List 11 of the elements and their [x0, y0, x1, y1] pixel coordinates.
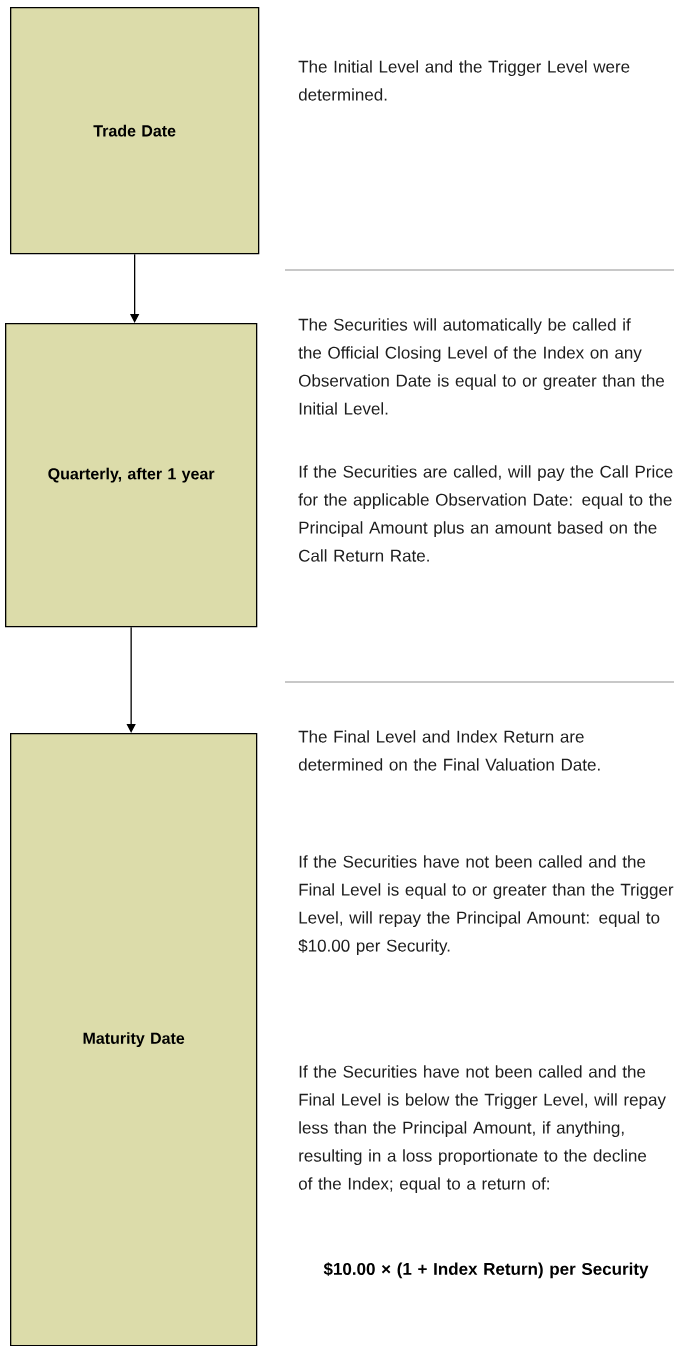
payout-formula: $10.00 × (1 + Index Return) per Security	[323, 1262, 649, 1279]
description-text: If the Securities have not been called and the Final Level is below the Trigger Level, will repay less than the Principal Amount, if anything, resulting in a loss proportionate to the decline of the Index; equal to a return of:	[298, 1065, 666, 1194]
arrow	[126, 626, 136, 733]
date-box: Quarterly, after 1 year	[5, 323, 258, 628]
description-text: If the Securities are called, will pay the Call Price for the applicable Observation Date: equal to the Principal Amount plus an amount based on the Call Return Rate.	[298, 465, 673, 562]
description-text: If the Securities have not been called and the Final Level is equal to or greater than the Trigger Level, will repay the Principal Amount: equal to $10.00 per Security.	[298, 855, 674, 956]
date-box: Maturity Date	[10, 733, 258, 1346]
description-text: The Securities will automatically be called if the Official Closing Level of the Index on any Observation Date is equal to or greater than the Initial Level.	[298, 318, 665, 415]
description-text: The Initial Level and the Trigger Level were determined.	[298, 60, 630, 101]
description-text: The Final Level and Index Return are determined on the Final Valuation Date.	[298, 730, 600, 771]
date-box: Trade Date	[10, 7, 260, 255]
